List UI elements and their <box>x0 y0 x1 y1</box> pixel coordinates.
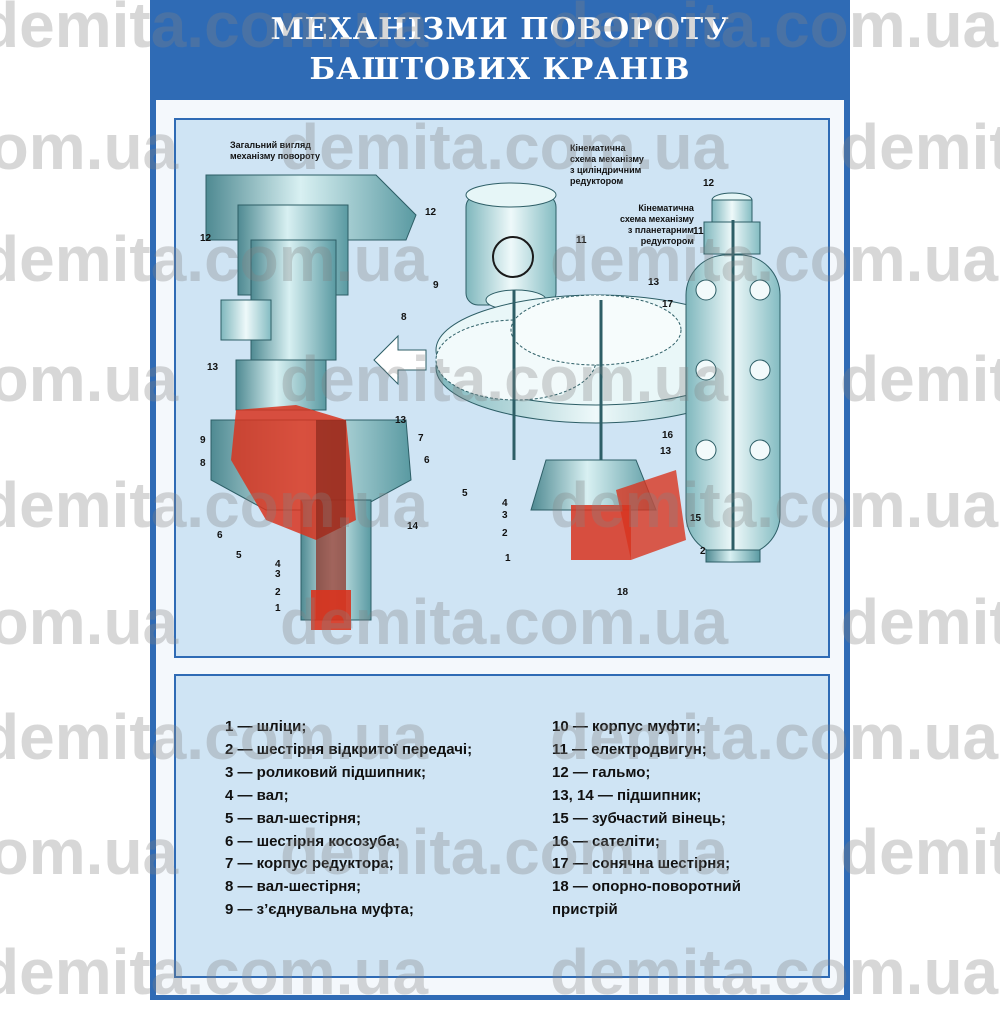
legend-item: 7 — корпус редуктора; <box>225 855 394 873</box>
label-left-8: 8 <box>200 458 206 469</box>
mechanism-illustration <box>205 174 781 630</box>
label-mid-13a: 13 <box>648 277 660 288</box>
legend-item: 6 — шестірня косозуба; <box>225 832 400 850</box>
label-right-11: 11 <box>693 226 704 237</box>
label-left-9: 9 <box>200 435 206 446</box>
label-right-2: 2 <box>700 546 706 557</box>
legend-panel <box>174 674 830 978</box>
label-left-5: 5 <box>236 550 242 561</box>
label-right-15: 15 <box>690 513 702 524</box>
caption-cylindrical-scheme: Кінематична схема механізму з циліндричн… <box>570 143 644 186</box>
label-mid-13b: 13 <box>660 446 672 457</box>
label-left-4: 4 <box>275 559 281 570</box>
legend-column-right: 10 — корпус муфти; 11 — електродвигун; 1… <box>552 716 741 922</box>
legend-item: 13, 14 — підшипник; <box>552 786 702 804</box>
label-mid-12: 12 <box>425 207 437 218</box>
label-mid-1: 1 <box>505 553 511 564</box>
direction-arrow-icon <box>373 334 427 386</box>
label-mid-6: 6 <box>424 455 430 466</box>
general-view-drawing <box>205 174 417 630</box>
label-right-17: 17 <box>662 299 674 310</box>
legend-item: 15 — зубчастий вінець; <box>552 809 726 827</box>
label-mid-5: 5 <box>462 488 468 499</box>
legend-item: 17 — сонячна шестірня; <box>552 855 731 873</box>
label-mid-8: 8 <box>401 312 407 323</box>
label-left-14: 14 <box>407 521 419 532</box>
label-mid-18: 18 <box>617 587 629 598</box>
legend-item: 10 — корпус муфти; <box>552 718 701 735</box>
label-left-13a: 13 <box>207 362 219 373</box>
title-line-2: БАШТОВИХ КРАНІВ <box>309 52 691 87</box>
legend-item: 16 — сателіти; <box>552 832 660 850</box>
watermark: demita.com.ua <box>840 586 1000 658</box>
label-mid-11: 11 <box>576 235 587 246</box>
label-left-2: 2 <box>275 587 281 598</box>
legend-item: 1 — шліци; <box>225 718 307 735</box>
label-left-3: 3 <box>275 569 281 580</box>
label-mid-4: 4 <box>502 498 508 509</box>
legend-item: 5 — вал-шестірня; <box>225 809 362 827</box>
label-left-12: 12 <box>200 233 212 244</box>
cylindrical-scheme-drawing <box>435 182 757 560</box>
watermark: demita.com.ua <box>840 111 1000 183</box>
label-right-16: 16 <box>662 430 674 441</box>
legend-item: 3 — роликовий підшипник; <box>225 763 426 781</box>
legend-item: пристрій <box>552 901 618 919</box>
label-left-1: 1 <box>275 603 281 614</box>
label-mid-9: 9 <box>433 280 439 291</box>
planetary-scheme-drawing <box>685 192 781 563</box>
legend-item: 4 — вал; <box>225 786 289 804</box>
label-mid-2: 2 <box>502 528 508 539</box>
watermark: demita.com.ua <box>840 816 1000 888</box>
legend-item: 12 — гальмо; <box>552 763 651 781</box>
caption-planetary-scheme: Кінематична схема механізму з планетарни… <box>620 203 694 246</box>
label-mid-7: 7 <box>418 433 424 444</box>
label-right-12: 12 <box>703 178 715 189</box>
legend-item: 8 — вал-шестірня; <box>225 878 362 896</box>
title-block: МЕХАНІЗМИ ПОВОРОТУ БАШТОВИХ КРАНІВ <box>150 0 850 98</box>
label-left-6: 6 <box>217 530 223 541</box>
title-line-1: МЕХАНІЗМИ ПОВОРОТУ <box>270 12 730 47</box>
legend-item: 11 — електродвигун; <box>552 740 707 758</box>
legend-item: 18 — опорно-поворотний <box>552 878 741 896</box>
watermark: demita.com.ua <box>840 343 1000 415</box>
label-mid-3: 3 <box>502 510 508 521</box>
caption-general-view: Загальний вигляд механізму повороту <box>230 140 321 161</box>
legend-column-left: 1 — шліци; 2 — шестірня відкритої переда… <box>225 716 472 922</box>
legend-item: 9 — з’єднувальна муфта; <box>225 901 414 919</box>
legend-item: 2 — шестірня відкритої передачі; <box>225 740 473 758</box>
label-left-13b: 13 <box>395 415 407 426</box>
